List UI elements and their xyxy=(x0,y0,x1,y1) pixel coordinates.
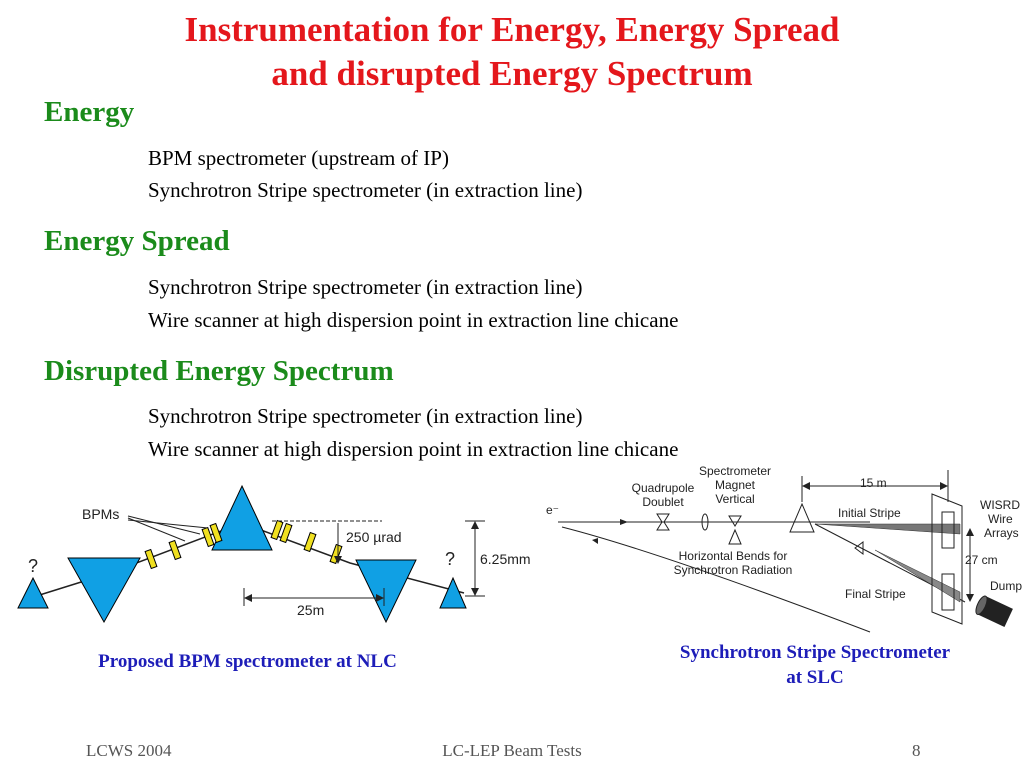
bpms-label: BPMs xyxy=(82,506,119,522)
magnet-label: Magnet xyxy=(715,478,756,492)
energy-item-1: BPM spectrometer (upstream of IP) xyxy=(148,146,449,170)
disrupted-item-2: Wire scanner at high dispersion point in… xyxy=(148,437,679,461)
wisrd-label-1: WISRD xyxy=(980,498,1020,512)
right-question-mark: ? xyxy=(445,549,455,569)
beam-label: e⁻ xyxy=(546,503,559,517)
vertical-bend-icon xyxy=(728,515,742,527)
final-stripe-label: Final Stripe xyxy=(845,587,906,601)
hbends-label-2: Synchrotron Radiation xyxy=(674,563,793,577)
quad-icon xyxy=(656,513,670,531)
quad-label: Quadrupole xyxy=(632,481,695,495)
bpm-marker xyxy=(279,522,293,544)
angle-label: 250 µrad xyxy=(346,529,402,545)
lens-icon xyxy=(701,513,709,531)
bpm-marker xyxy=(270,519,284,541)
right-bend-magnet xyxy=(355,559,417,624)
spread-item-1: Synchrotron Stripe spectrometer (in extr… xyxy=(148,275,583,299)
center-bend-magnet xyxy=(211,484,273,551)
bpm-marker xyxy=(303,531,317,553)
left-bend-magnet xyxy=(67,557,141,624)
title-line-2: and disrupted Energy Spectrum xyxy=(271,54,753,93)
disrupted-item-1: Synchrotron Stripe spectrometer (in extr… xyxy=(148,404,583,428)
dump-label: Dump xyxy=(990,579,1022,593)
right-caption: Synchrotron Stripe Spectrometer at SLC xyxy=(630,640,1000,690)
slc-stripe-spectrometer-diagram: Quadrupole Doublet Spectrometer Magnet V… xyxy=(546,464,1022,633)
wisrd-plate xyxy=(931,493,963,625)
bpm-marker xyxy=(168,539,182,561)
slide-title: Instrumentation for Energy, Energy Sprea… xyxy=(0,8,1024,96)
heading-disrupted-spectrum: Disrupted Energy Spectrum xyxy=(44,355,394,387)
wisrd-label-3: Arrays xyxy=(984,526,1019,540)
left-small-magnet xyxy=(17,576,49,609)
bpm-marker xyxy=(201,526,215,548)
left-caption: Proposed BPM spectrometer at NLC xyxy=(98,651,397,672)
left-question-mark: ? xyxy=(28,556,38,576)
length-label: 25m xyxy=(297,602,324,618)
right-small-magnet xyxy=(439,576,467,609)
hbends-label-1: Horizontal Bends for xyxy=(679,549,788,563)
dump-icon xyxy=(975,595,1013,627)
heading-energy-spread: Energy Spread xyxy=(44,225,230,257)
height-label: 6.25mm xyxy=(480,551,531,567)
vertical-label: Vertical xyxy=(715,492,754,506)
initial-stripe-label: Initial Stripe xyxy=(838,506,901,520)
heading-energy: Energy xyxy=(44,96,135,128)
spread-item-2: Wire scanner at high dispersion point in… xyxy=(148,308,679,332)
title-line-1: Instrumentation for Energy, Energy Sprea… xyxy=(184,10,840,49)
distance-label: 15 m xyxy=(860,476,887,490)
bpm-marker xyxy=(209,522,223,544)
energy-item-2: Synchrotron Stripe spectrometer (in extr… xyxy=(148,178,583,202)
spectrometer-label: Spectrometer xyxy=(699,464,771,478)
doublet-label: Doublet xyxy=(642,495,684,509)
bpm-spectrometer-diagram: BPMs 250 µrad ? ? 6.25mm 25m xyxy=(17,484,531,624)
footer-center: LC-LEP Beam Tests xyxy=(442,741,582,760)
spectrometer-magnet-icon xyxy=(789,502,815,533)
footer-left: LCWS 2004 xyxy=(86,741,172,760)
separation-label: 27 cm xyxy=(965,553,998,567)
footer-page-number: 8 xyxy=(912,741,921,760)
bpm-marker xyxy=(144,548,158,570)
bpm-marker xyxy=(329,543,343,565)
right-caption-line-2: at SLC xyxy=(786,667,844,688)
right-caption-line-1: Synchrotron Stripe Spectrometer xyxy=(679,642,951,663)
wisrd-label-2: Wire xyxy=(988,512,1013,526)
